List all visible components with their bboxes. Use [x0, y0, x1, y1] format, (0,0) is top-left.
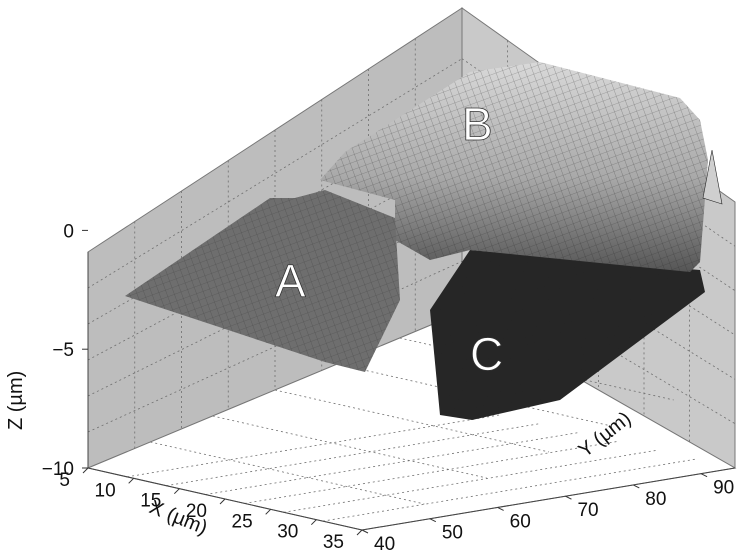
grid-line — [87, 58, 463, 289]
x-ticks: 5 10 15 20 25 30 35 — [59, 467, 363, 552]
surface-region-c-mesh — [430, 250, 705, 420]
grid-line — [274, 389, 550, 453]
x-tick-mark — [173, 488, 180, 495]
grid-line — [212, 415, 487, 479]
y-tick-label: 40 — [374, 534, 395, 552]
surface-region-b-mesh — [320, 62, 708, 272]
region-label-c: C — [470, 328, 503, 380]
x-tick-label: 20 — [186, 501, 207, 522]
region-label-a: A — [275, 255, 306, 307]
grid-line — [283, 449, 657, 513]
x-tick-label: 35 — [323, 532, 344, 552]
region-label-b: B — [462, 98, 493, 150]
x-tick-mark — [310, 519, 317, 526]
y-tick-mark — [565, 495, 572, 500]
grid-line — [322, 458, 696, 522]
surface-region-a-mesh — [125, 190, 400, 372]
z-tick-label: −10 — [42, 459, 74, 480]
x-tick-mark — [356, 529, 363, 536]
x-tick-label: 25 — [232, 511, 253, 532]
grid-line — [244, 441, 618, 504]
y-tick-mark — [429, 518, 437, 523]
grid-line — [461, 159, 736, 336]
y-tick-label: 90 — [713, 478, 734, 499]
surface-region-b-spike — [702, 149, 723, 205]
z-axis-title: Z (µm) — [5, 371, 27, 430]
y-axis-line — [361, 467, 736, 531]
x-tick-label: 10 — [95, 480, 116, 501]
y-tick-mark — [361, 529, 369, 534]
x-tick-label: 5 — [59, 470, 70, 491]
z-tick-label: 0 — [63, 221, 74, 242]
region-labels: A B C — [275, 98, 504, 381]
y-ticks: 40 50 60 70 80 90 — [361, 473, 734, 552]
x-tick-label: 30 — [277, 522, 298, 543]
x-tick-mark — [82, 467, 89, 474]
y-tick-mark — [633, 484, 640, 489]
x-tick-label: 15 — [140, 491, 161, 512]
x-tick-mark — [128, 477, 135, 484]
x-tick-mark — [265, 508, 272, 515]
grid-line — [87, 260, 463, 433]
grid-line — [87, 159, 463, 361]
grid-line — [127, 414, 501, 478]
y-tick-label: 70 — [577, 500, 598, 521]
z-ticks: 0 −5 −10 — [42, 221, 88, 480]
surface — [125, 62, 723, 420]
grid-line — [205, 432, 579, 495]
y-tick-mark — [497, 507, 504, 511]
y-tick-label: 80 — [645, 489, 666, 510]
x-tick-mark — [219, 498, 226, 505]
grid-line — [150, 441, 425, 505]
y-tick-label: 60 — [510, 511, 531, 532]
grid-line — [166, 423, 540, 487]
z-tick-label: −5 — [52, 340, 74, 361]
y-tick-label: 50 — [442, 523, 463, 544]
y-tick-mark — [700, 473, 708, 478]
